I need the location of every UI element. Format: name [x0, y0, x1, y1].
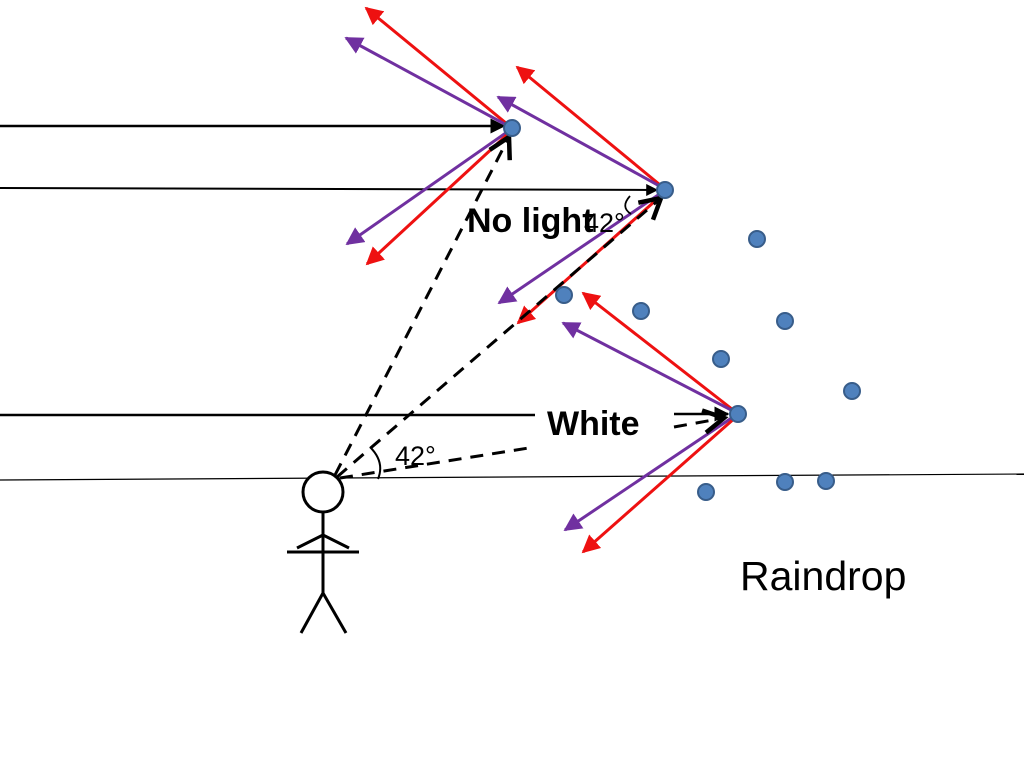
raindrop-dot	[817, 472, 835, 490]
sunlight-ray-middle	[0, 183, 659, 196]
raindrop-dot	[656, 181, 674, 199]
label-raindrop: Raindrop	[740, 553, 906, 599]
horizon-line	[0, 473, 1024, 481]
observer-head	[301, 470, 345, 514]
label-no-light: No light	[467, 202, 594, 240]
purple-ray-middle-up	[496, 95, 666, 191]
red-ray-middle-up	[515, 65, 666, 191]
sightline-to-top-drop	[333, 137, 509, 476]
purple-ray-top-down	[345, 128, 511, 246]
sightline-to-bottom-drop-right	[673, 418, 724, 427]
angle-arc-observer	[369, 446, 382, 480]
sightline-to-middle-drop	[336, 198, 661, 479]
red-ray-top-down	[365, 130, 512, 266]
raindrop-dot	[843, 382, 861, 400]
raindrop-dot	[503, 119, 521, 137]
purple-ray-top-up	[344, 36, 513, 130]
red-ray-bottom-up	[581, 291, 738, 415]
raindrop-dot	[697, 483, 715, 501]
raindrop-dot	[712, 350, 730, 368]
raindrop-dot	[748, 230, 766, 248]
raindrop-dot	[776, 312, 794, 330]
purple-ray-middle-down	[497, 189, 665, 305]
observer-right-leg	[321, 592, 348, 634]
sightline-to-bottom-drop-left	[339, 445, 536, 480]
observer-shoulders	[296, 533, 324, 550]
purple-ray-bottom-up	[561, 321, 738, 415]
raindrops	[503, 119, 861, 501]
raindrop-dot	[555, 286, 573, 304]
raindrop-dot	[729, 405, 747, 423]
observer-shoulders	[322, 533, 350, 550]
label-angle-observer: 42°	[395, 441, 436, 471]
label-white: White	[547, 405, 640, 443]
raindrop-dot	[776, 473, 794, 491]
observer-stick-figure	[287, 470, 359, 634]
red-ray-bottom-down	[581, 415, 737, 554]
observer-left-leg	[299, 592, 325, 634]
angle-arc-top	[624, 195, 632, 215]
label-angle-top: 42°	[584, 208, 625, 238]
red-ray-top-up	[364, 6, 513, 130]
raindrop-dot	[632, 302, 650, 320]
